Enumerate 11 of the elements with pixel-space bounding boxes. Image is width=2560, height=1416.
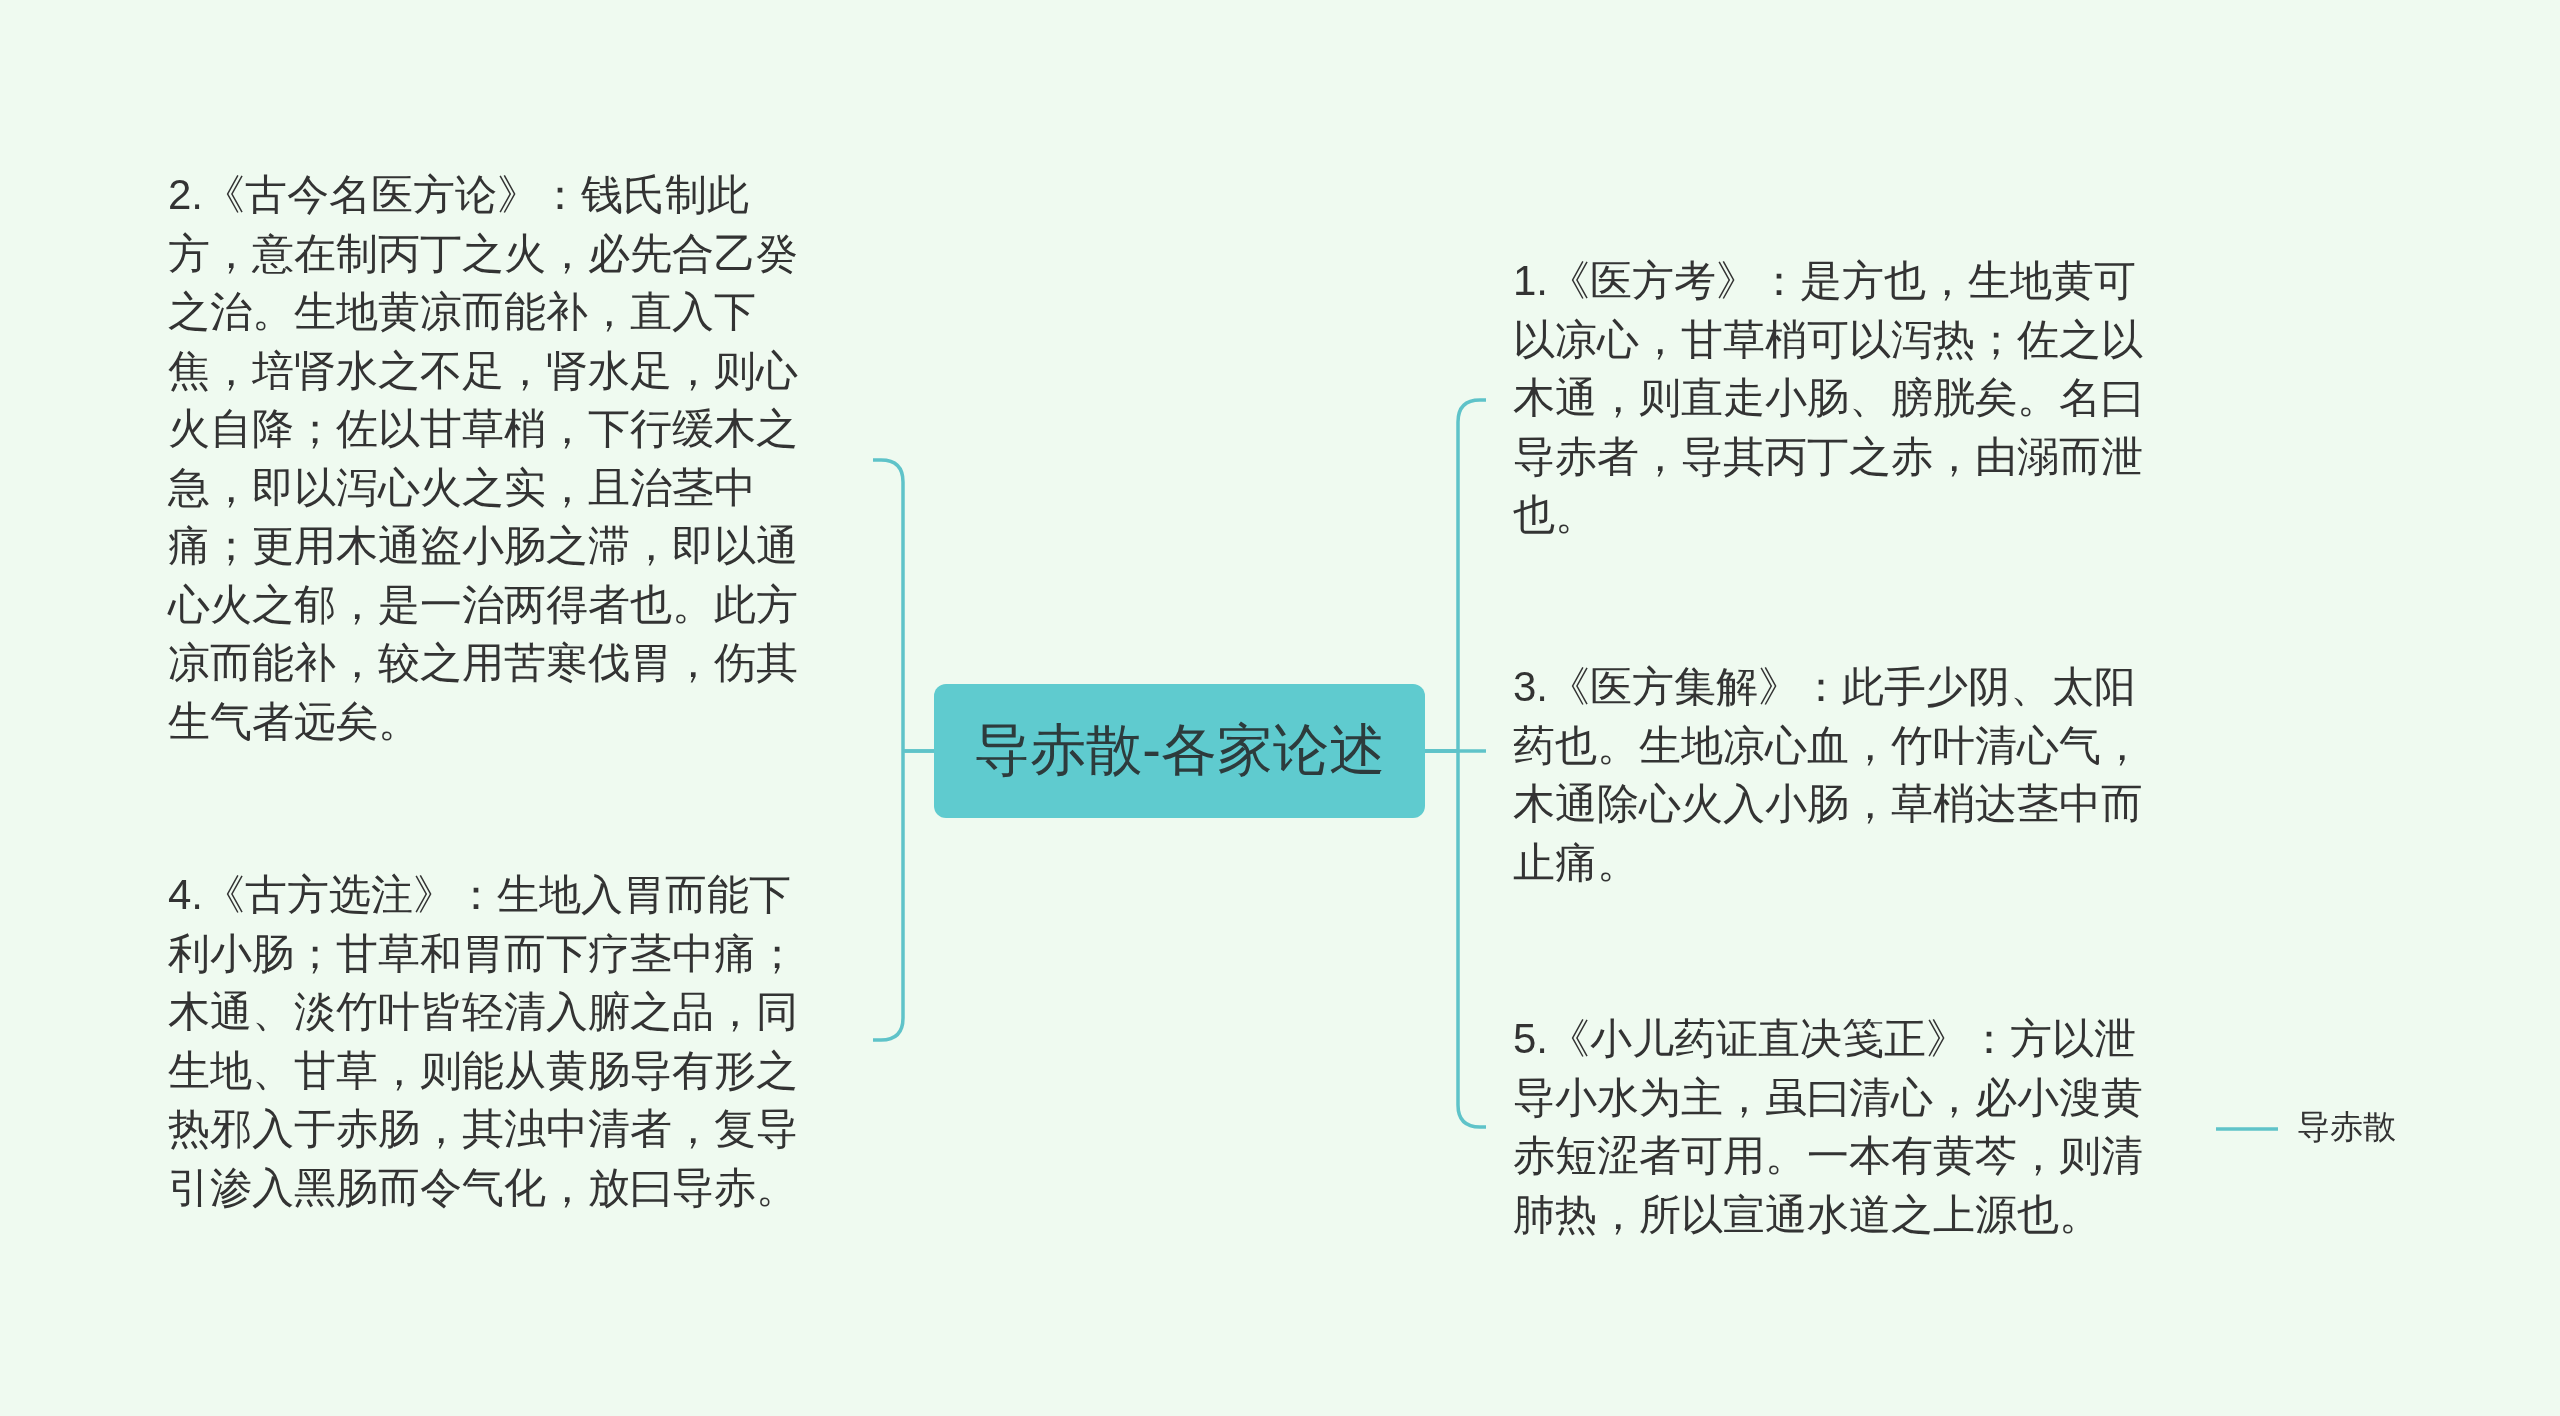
central-topic-box <box>934 684 1425 818</box>
topic-title: 导赤散-各家论述 <box>974 717 1385 783</box>
connector-line <box>871 749 936 1042</box>
branch-text: 5.《小儿药证直决笺正》：方以泄导小水为主，虽曰清心，必小溲黄赤短涩者可用。一本有黄芩，则清肺热，所以宣通水道之上源也。 <box>1513 1014 2144 1240</box>
branch-text: 3.《医方集解》：此手少阴、太阳药也。生地凉心血，竹叶清心气，木通除心火入小肠，草梢达茎中而止痛。 <box>1513 662 2144 888</box>
connector-line <box>1423 749 1488 1129</box>
leaf-text: 导赤散 <box>2297 1107 2397 1147</box>
branch-text: 4.《古方选注》：生地入胃而能下利小肠；甘草和胃而下疗茎中痛；木通、淡竹叶皆轻清入腑之品，同生地、甘草，则能从黄肠导有形之热邪入于赤肠，其浊中清者，复导引渗入黑肠而令气化，放曰导赤。 <box>168 870 799 1213</box>
branch-text: 1.《医方考》：是方也，生地黄可以凉心，甘草梢可以泻热；佐之以木通，则直走小肠、膀胱矣。名曰导赤者，导其丙丁之赤，由溺而泄也。 <box>1513 256 2144 540</box>
connector-line <box>2216 1127 2278 1131</box>
branch-text: 2.《古今名医方论》：钱氏制此方，意在制丙丁之火，必先合乙癸之治。生地黄凉而能补，直入下焦，培肾水之不足，肾水足，则心火自降；佐以甘草梢，下行缓木之急，即以泻心火之实，且治茎中痛；更用木通盗小肠之滞，即以通心火之郁，是一治两得者也。此方凉而能补，较之用苦寒伐胃，伤其生气者远矣。 <box>168 170 799 747</box>
